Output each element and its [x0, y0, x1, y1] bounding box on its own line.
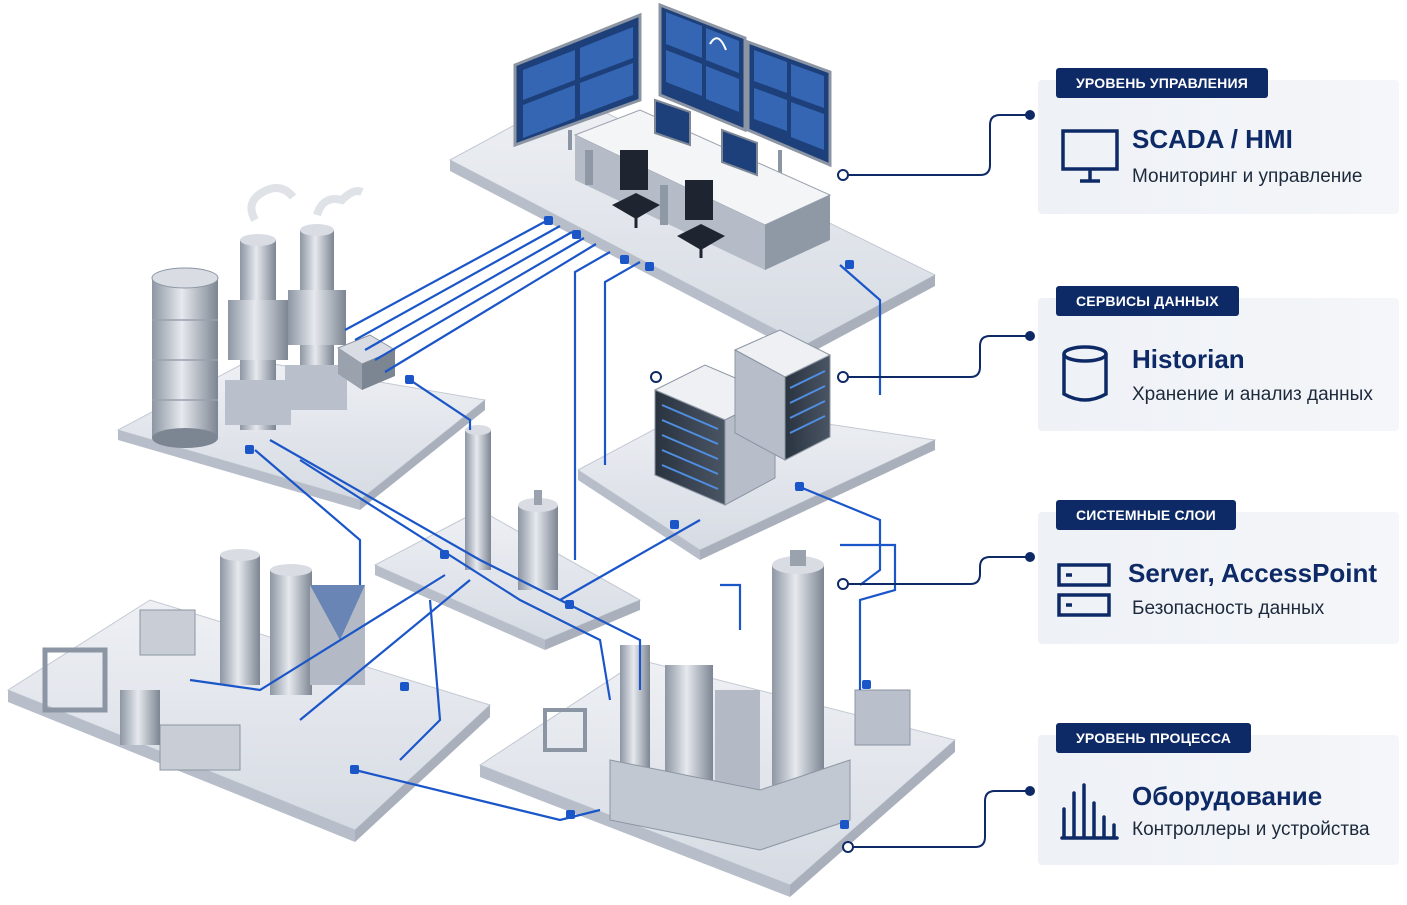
layer-title: Оборудование [1132, 781, 1323, 811]
layer-card-system-layers: СИСТЕМНЫЕ СЛОИ Server, AccessPoint Безоп… [1038, 500, 1399, 644]
layer-badge: СИСТЕМНЫЕ СЛОИ [1056, 500, 1236, 530]
monitor-wall-center [658, 2, 747, 133]
bar-chart-icon [1060, 779, 1120, 846]
process-skid-bottom-right [543, 550, 911, 851]
storage-tank [151, 267, 219, 448]
network-link-nodes [245, 216, 871, 829]
hub-vessel [518, 490, 558, 590]
layer-title: Historian [1132, 344, 1245, 374]
monitor-wall-right [746, 39, 832, 185]
server-rack-right [733, 329, 832, 461]
layer-card-process: УРОВЕНЬ ПРОЦЕССА Оборудование Контроллер… [1038, 723, 1399, 865]
control-room [513, 2, 832, 270]
monitor-icon [1060, 128, 1120, 191]
layer-subtitle: Контроллеры и устройства [1132, 819, 1370, 840]
layer-subtitle: Мониторинг и управление [1132, 166, 1363, 187]
leader-lines [843, 114, 1030, 848]
layer-subtitle: Хранение и анализ данных [1132, 384, 1373, 405]
network-links [189, 219, 897, 822]
layer-badge: СЕРВИСЫ ДАННЫХ [1056, 286, 1239, 316]
layer-subtitle: Безопасность данных [1132, 598, 1325, 619]
reactor-column-1 [225, 184, 297, 430]
process-skid-bottom-left [42, 549, 365, 771]
layer-badge: УРОВЕНЬ УПРАВЛЕНИЯ [1056, 68, 1269, 98]
reactor-column-2 [285, 187, 364, 410]
database-icon [1060, 344, 1116, 411]
layer-badge: УРОВЕНЬ ПРОЦЕССА [1056, 723, 1252, 753]
desk-monitors [654, 98, 758, 177]
monitor-wall-left [513, 12, 642, 150]
layer-card-data-services: СЕРВИСЫ ДАННЫХ Historian Хранение и анал… [1038, 286, 1399, 431]
layer-card-control: УРОВЕНЬ УПРАВЛЕНИЯ SCADA / HMI Мониторин… [1038, 68, 1399, 214]
layer-title: Server, AccessPoint [1128, 558, 1378, 588]
hub-platform-center [373, 509, 642, 650]
server-stack-icon [1056, 562, 1114, 625]
server-racks [653, 329, 832, 506]
layer-title: SCADA / HMI [1132, 124, 1293, 154]
leader-anchors [650, 110, 1035, 853]
hub-column-tall [465, 425, 491, 570]
operator-chairs [612, 150, 725, 258]
process-equipment [42, 184, 911, 851]
